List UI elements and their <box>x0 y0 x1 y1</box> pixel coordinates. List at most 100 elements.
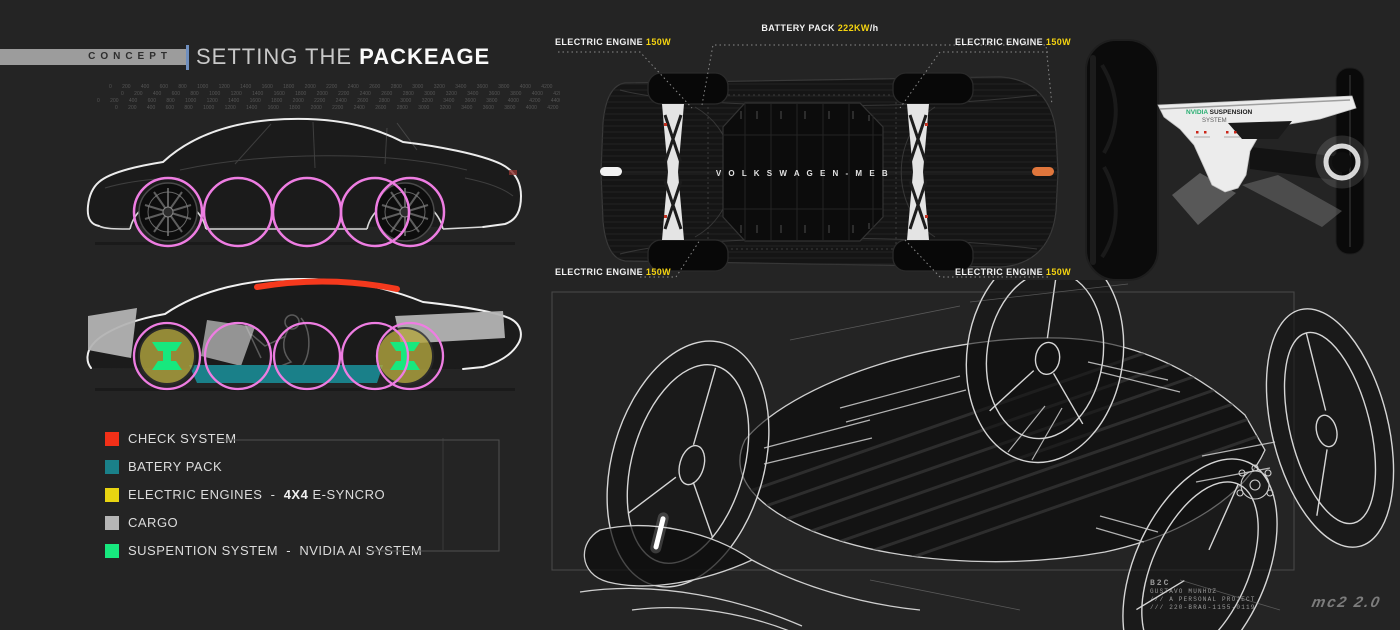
check-system-swatch <box>105 431 119 446</box>
suspension-detail-render: NVIDIA SUSPENSION SYSTEM <box>1085 39 1369 281</box>
sketch-light-streak <box>650 512 669 554</box>
driver-sketch <box>244 314 310 374</box>
ground-shadow <box>95 242 515 245</box>
detail-tire-left <box>1085 39 1159 281</box>
callout-engine-rear-left: ELECTRIC ENGINE 150W <box>955 37 1072 47</box>
axle-shaft <box>1250 147 1342 181</box>
cargo-front <box>88 308 137 358</box>
strut-marker-dots <box>664 123 928 218</box>
strut-right <box>907 104 929 240</box>
header-bar: CONCEPT <box>0 49 186 65</box>
legend: CHECK SYSTEM BATERY PACK ELECTRIC ENGINE… <box>105 431 422 571</box>
engine-wheel-front <box>138 327 196 385</box>
suspension-struts <box>662 104 929 240</box>
page-title-light: SETTING THE <box>196 44 360 69</box>
callout-engine-rear-right: ELECTRIC ENGINE 150W <box>955 267 1072 277</box>
platform-label: V O L K S W A G E N - M E B <box>716 169 890 178</box>
sketch-construction-lines <box>789 283 1281 611</box>
suspension-brand-line2: SYSTEM <box>1202 118 1227 124</box>
battery-pack-volume <box>189 365 383 383</box>
callout-battery-pack: BATTERY PACK 222KW/h <box>761 23 879 33</box>
chassis-panel-lines <box>603 89 1058 255</box>
sketch-body-tub <box>739 337 1266 563</box>
suspension-system-swatch <box>105 543 119 558</box>
taillight-bar <box>1032 167 1054 176</box>
suspension-leg-right <box>1242 175 1342 227</box>
cargo-rear <box>395 311 505 344</box>
concept-body-outline <box>86 277 522 370</box>
sketch-front-wing <box>579 525 921 630</box>
modularity-circles <box>132 321 445 391</box>
detail-tire-right <box>1335 67 1365 255</box>
legend-label: CARGO <box>128 515 179 530</box>
engine-wheel-rear <box>376 327 434 385</box>
chassis-body <box>600 76 1059 268</box>
sedan-wheels <box>138 182 435 242</box>
legend-row-check-system: CHECK SYSTEM <box>105 431 422 446</box>
strut-left <box>662 104 684 240</box>
e-engine-wheels <box>138 327 434 385</box>
chassis-hatching <box>601 77 1058 267</box>
sketch-wheels <box>606 280 1395 630</box>
signature-code: /// 220-BRAG-1155-0119 <box>1150 604 1256 611</box>
sedan-interior-lines <box>104 121 514 197</box>
sketch-wheel-top <box>965 280 1125 464</box>
status-dots <box>1196 131 1237 134</box>
check-system-roofline <box>254 278 400 292</box>
legend-label: ELECTRIC ENGINES - 4X4 E-SYNCRO <box>128 487 386 502</box>
callout-engine-front-right: ELECTRIC ENGINE 150W <box>555 267 672 277</box>
page-title: SETTING THE PACKEAGE <box>196 44 490 70</box>
sketch-wheel-left <box>606 340 770 588</box>
battery-pack-octagon <box>722 102 884 242</box>
strut-braces <box>663 114 928 230</box>
tire-rear-left <box>892 72 974 105</box>
callout-leader-lines <box>558 44 1053 278</box>
cargo-volumes <box>88 308 505 366</box>
cargo-console <box>201 320 255 366</box>
suspension-system-icons <box>152 342 420 370</box>
suspension-icon <box>390 342 420 370</box>
legend-label: SUSPENTION SYSTEM - NVIDIA AI SYSTEM <box>128 543 423 558</box>
electric-engines-swatch <box>105 487 119 502</box>
mc2-logo: mc2 2.0 <box>1310 594 1383 611</box>
battery-grid <box>723 103 883 241</box>
underbody-sketch <box>551 280 1395 630</box>
headlight-bar <box>600 167 622 176</box>
kicker-label: CONCEPT <box>88 51 172 62</box>
signature-block: B2C GUSTAVO MUNHOZ /// A PERSONAL PROJEC… <box>1150 580 1256 612</box>
callout-engine-front-left: ELECTRIC ENGINE 150W <box>555 37 672 47</box>
tire-front-left <box>647 72 729 105</box>
title-separator <box>186 45 189 70</box>
suspension-brand-line1: NVIDIA SUSPENSION <box>1186 109 1253 116</box>
sedan-lower-outline <box>98 198 484 230</box>
signature-project: /// A PERSONAL PROJECT <box>1150 596 1256 603</box>
signature-mark: B2C <box>1150 579 1171 588</box>
sketch-hatching <box>739 337 1266 562</box>
dimension-ruler-rows: 0 200 400 600 800 1000 1200 1400 1600 18… <box>97 84 560 111</box>
side-view-modular-diagram <box>86 117 523 248</box>
page-title-bold: PACKEAGE <box>359 44 491 69</box>
battery-dotted-frame <box>707 94 897 250</box>
signature-artist: GUSTAVO MUNHOZ <box>1150 588 1218 595</box>
glow-ring <box>1315 135 1369 189</box>
blade-inlet <box>1228 121 1292 139</box>
side-view-package-diagram <box>86 277 522 391</box>
taillight-mark <box>509 170 517 175</box>
sketch-suspension-arms <box>763 361 1276 543</box>
top-view-chassis-diagram: V O L K S W A G E N - M E B <box>558 44 1059 278</box>
cargo-swatch <box>105 515 119 530</box>
legend-row-cargo: CARGO <box>105 515 422 530</box>
legend-label: BATERY PACK <box>128 459 223 474</box>
modularity-circles <box>132 176 446 248</box>
battery-cell-ticks <box>740 111 870 233</box>
legend-row-electric-engines: ELECTRIC ENGINES - 4X4 E-SYNCRO <box>105 487 422 502</box>
ground-shadow <box>95 388 515 391</box>
blade-seam <box>1159 99 1351 110</box>
legend-row-battery-pack: BATERY PACK <box>105 459 422 474</box>
suspension-leg-left <box>1172 173 1236 225</box>
legend-label: CHECK SYSTEM <box>128 431 237 446</box>
battery-pack-swatch <box>105 459 119 474</box>
rear-wheel <box>375 182 435 242</box>
front-wheel <box>138 182 198 242</box>
legend-row-suspension-system: SUSPENTION SYSTEM - NVIDIA AI SYSTEM <box>105 543 422 558</box>
